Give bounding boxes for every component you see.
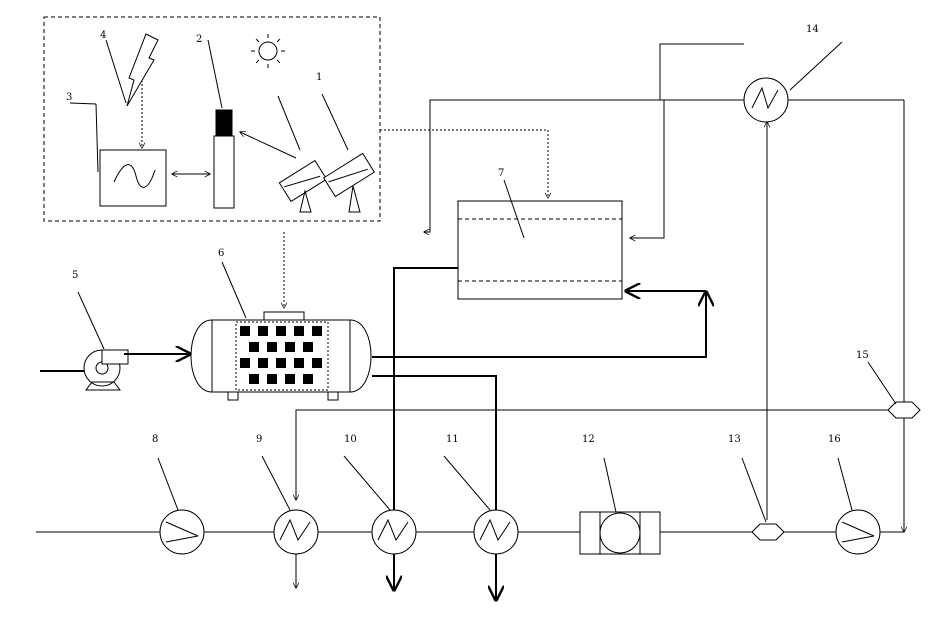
label-3: 3 xyxy=(66,92,72,103)
label-5: 5 xyxy=(72,270,78,281)
label-10: 10 xyxy=(344,434,357,445)
valve-icon xyxy=(888,402,920,418)
leader-12 xyxy=(604,458,616,512)
leader-16 xyxy=(838,458,852,510)
leader-15 xyxy=(868,362,896,404)
leader-4 xyxy=(106,40,126,103)
label-15: 15 xyxy=(856,350,869,361)
fan-blower-icon xyxy=(84,350,128,390)
label-13: 13 xyxy=(728,434,741,445)
leader-3b xyxy=(96,104,98,172)
exchanger14-left-loop xyxy=(660,44,744,100)
label-4: 4 xyxy=(100,30,106,41)
leader-11 xyxy=(444,456,490,510)
power-subsystem-boundary xyxy=(44,17,380,221)
leader-1 xyxy=(322,94,348,150)
waveform-display-icon xyxy=(100,150,166,206)
leader-2 xyxy=(208,40,222,108)
battery-icon xyxy=(214,110,234,208)
label-14: 14 xyxy=(806,24,819,35)
label-2: 2 xyxy=(196,34,202,45)
label-1: 1 xyxy=(316,72,322,83)
leader-10 xyxy=(344,456,390,510)
leader-8 xyxy=(158,458,178,510)
storage-tank-icon xyxy=(191,312,371,400)
heat-exchanger-icon xyxy=(274,510,318,554)
heat-exchanger-icon xyxy=(474,510,518,554)
sun-icon xyxy=(251,34,285,68)
pump-icon xyxy=(836,510,880,554)
leader-9 xyxy=(262,456,290,510)
control-signal-to-tank7 xyxy=(380,130,548,198)
reservoir-tank-icon xyxy=(458,201,622,299)
panel-to-battery-connector xyxy=(240,132,296,158)
label-7: 7 xyxy=(498,168,504,179)
heat-exchanger-icon xyxy=(372,510,416,554)
tank6-to-tank7-loop xyxy=(372,292,706,357)
sun-rays-line xyxy=(278,96,300,150)
lightning-icon xyxy=(127,34,158,106)
label-9: 9 xyxy=(256,434,262,445)
exchanger14-to-tank7 xyxy=(630,100,664,238)
leader-3 xyxy=(70,103,96,104)
leader-6 xyxy=(222,262,246,318)
label-16: 16 xyxy=(828,434,841,445)
label-8: 8 xyxy=(152,434,158,445)
leader-5 xyxy=(78,292,104,349)
label-11: 11 xyxy=(446,434,459,445)
valve-icon xyxy=(752,524,784,540)
compressor-icon xyxy=(160,510,204,554)
valve15-to-exchanger9 xyxy=(296,410,888,500)
turbine-icon xyxy=(580,512,660,554)
label-6: 6 xyxy=(218,248,224,259)
label-12: 12 xyxy=(582,434,595,445)
leader-14 xyxy=(790,42,842,90)
solar-panel-icon xyxy=(279,153,374,212)
leader-13 xyxy=(742,458,766,522)
heat-exchanger-icon xyxy=(744,78,788,122)
